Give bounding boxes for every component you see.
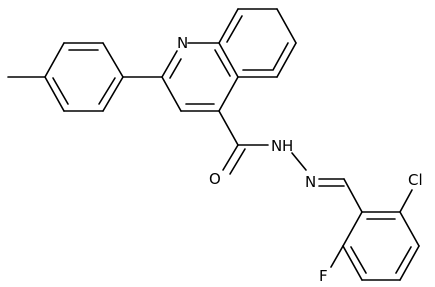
halophenyl-ring <box>342 211 420 281</box>
quinoline-pyridine-ring <box>161 42 239 112</box>
c-f-bond <box>330 245 344 268</box>
quinoline-nitrogen-label: N <box>177 34 188 52</box>
imine-nitrogen-label: N <box>305 173 316 191</box>
c-cl-bond <box>399 189 413 213</box>
fusion-double-bond <box>214 49 231 77</box>
chlorine-label: Cl <box>408 171 423 189</box>
carboxamide-group <box>218 110 269 175</box>
fluorine-label: F <box>319 267 328 285</box>
ch-aryl-bond <box>343 178 363 213</box>
hydrazide-nh-label: N <box>271 137 282 155</box>
quinoline-benzo-ring <box>218 8 297 78</box>
n-n-bond <box>291 152 307 171</box>
tolyl-ring <box>44 42 124 112</box>
carbonyl-oxygen-label: O <box>209 170 221 188</box>
hydrazide-h-label: H <box>282 137 293 155</box>
